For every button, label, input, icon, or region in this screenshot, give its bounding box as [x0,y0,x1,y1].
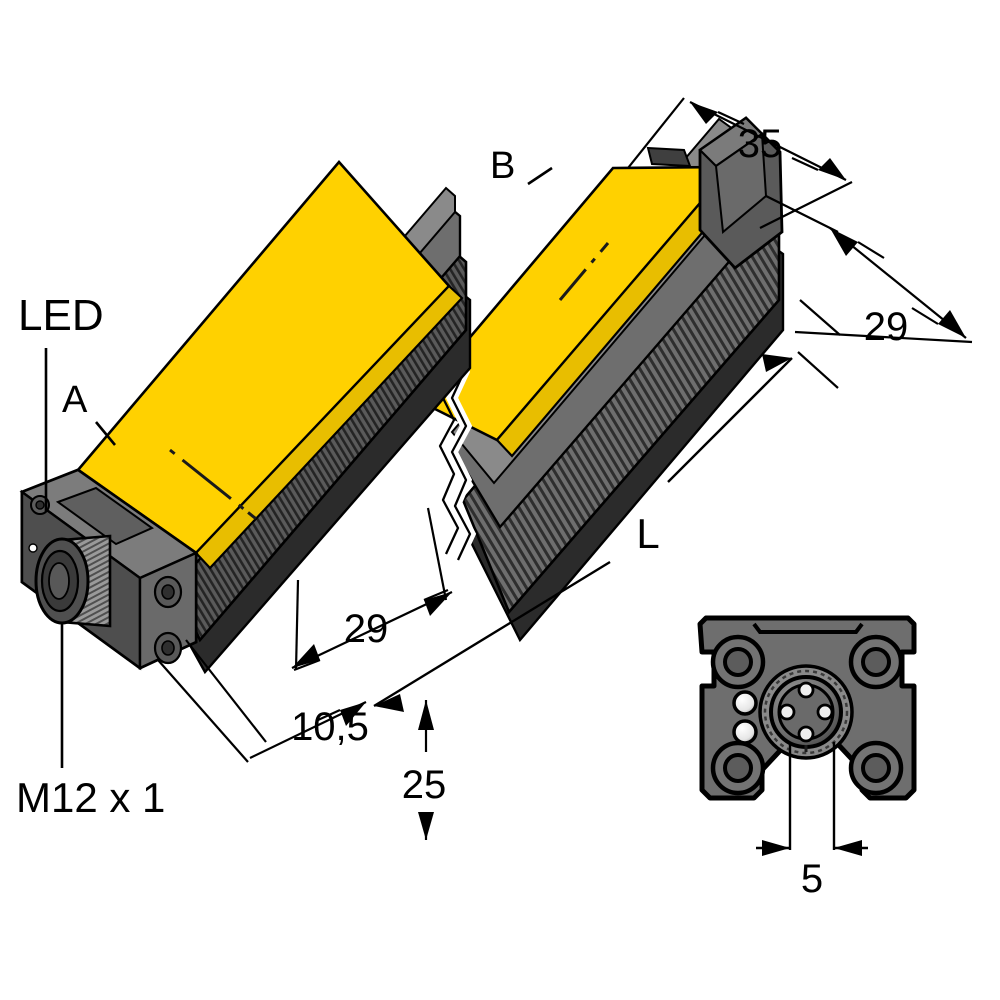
m12-pin-4 [797,725,815,743]
m12-connector-face [758,664,854,760]
dimension-29-right: 29 [765,195,973,349]
end-face-cross-section [697,615,917,801]
m12-connector [34,534,112,628]
dim35-tail-b [791,157,819,171]
m12-pin-1 [797,681,815,699]
active-face-near-bevel [194,284,464,570]
m12-thread-ring [763,669,849,755]
dim29r-tail-b [911,307,939,325]
led-indicator-1 [732,690,758,716]
dim-value-5: 5 [801,857,823,901]
label-m12: M12 x 1 [16,774,165,821]
dim29r-arrow-a [830,228,858,256]
dim-value-L: L [636,510,659,557]
m12-pin-2 [778,703,796,721]
dimL-arrow-b [762,354,792,372]
dim105-ext-b [185,639,267,743]
dimL-line-upper [667,357,793,483]
dim29b-line [291,591,453,669]
centerline-near [169,448,271,532]
m12-pin-cluster [48,562,70,600]
dim29r-ext-a [765,195,839,233]
dim105-ext-a [157,659,249,763]
mounting-hole-tl-inner [723,647,753,677]
dim29r-tail-a [857,241,885,259]
label-b: B [490,145,515,187]
isometric-sensor-body [19,116,785,675]
a-leader-line [94,421,117,446]
m12-pin-3 [816,703,834,721]
dim29b-tail-b [423,588,449,602]
dim29b-ext-a [294,579,300,671]
end-block-top-recess [55,486,155,546]
dimension-29-bottom: 29 [291,507,453,672]
callout-group: LED A B M12 x 1 [16,145,553,821]
end-face-top-groove [752,622,864,634]
dimension-25: 25 [402,700,447,840]
dimL-line-lower [373,560,611,708]
mounting-hole-tr-inner [861,647,891,677]
dimL-arrow-a [374,694,404,712]
dim35-line [689,101,847,181]
dim105-arrow [340,702,366,726]
dimension-5: 5 [756,742,868,901]
dim5-arrow-b [834,840,862,856]
dim29r-ext-b [794,330,973,344]
corner-screw-socket [35,500,45,510]
b-leader-line [527,166,553,186]
dimension-10-5: 10,5 [157,639,369,763]
led-indicators [732,690,758,745]
dim-value-35: 35 [738,122,783,166]
dim35-ext-b [759,181,853,229]
mounting-hole-bl-inner [723,753,753,783]
dim35-arrow-b [818,158,846,180]
led-indicator-isometric [28,543,38,553]
dim-value-25: 25 [402,763,447,807]
dim105-tail [317,708,341,722]
dim25-arrow-b [418,812,434,840]
dim-value-29-bottom: 29 [344,607,389,651]
body-segment-far [414,116,785,643]
body-segment-near [76,160,472,675]
mounting-holes [710,634,904,796]
dim29b-arrow-b [424,592,452,616]
dimension-L: L [373,299,841,712]
end-cap-right-notch [646,146,692,168]
label-led: LED [18,291,104,340]
dim29b-ext-b [426,507,448,601]
dim-value-29-right: 29 [864,305,909,349]
label-a: A [62,379,88,421]
dim29b-tail-a [293,658,321,672]
dim25-arrow-a [418,700,434,730]
led-indicator-2 [732,719,758,745]
dim5-arrow-a [762,840,790,856]
dim-value-10-5: 10,5 [291,705,369,749]
mounting-hole-upper [161,584,175,600]
dim29r-arrow-b [938,310,966,338]
dimL-ext-a [797,351,839,389]
dim35-tail-a [717,111,745,125]
connector-end-block [19,468,199,671]
dim35-ext-a [627,97,685,169]
mounting-hole-br-inner [861,753,891,783]
mounting-hole-lower [161,640,175,656]
dimL-ext-top [799,299,841,336]
centerline-far [558,242,610,301]
dimension-35: 35 [627,97,853,229]
dim35-arrow-a [690,102,718,124]
end-block-flange [138,551,198,670]
